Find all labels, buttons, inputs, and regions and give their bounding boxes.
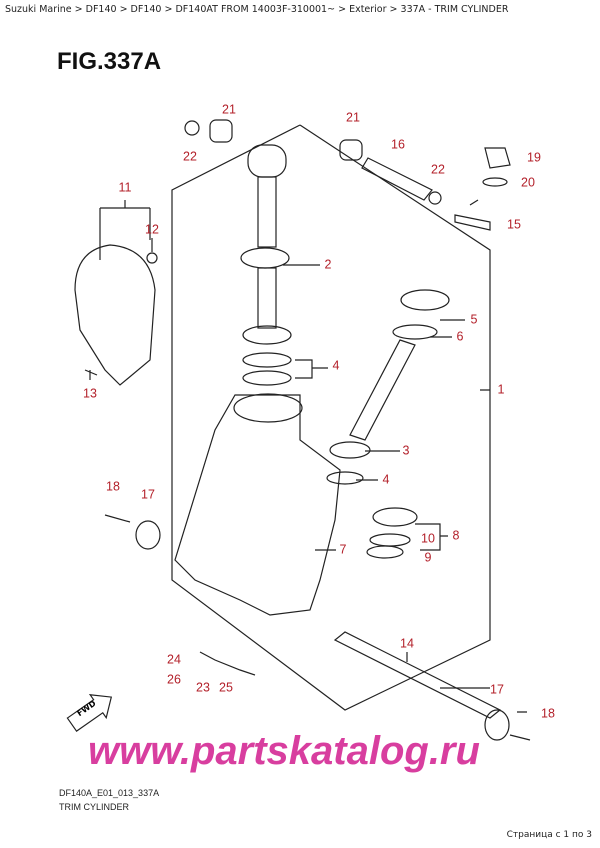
part-label[interactable]: 3 xyxy=(402,443,410,458)
part-label[interactable]: 21 xyxy=(346,110,360,125)
part-label[interactable]: 14 xyxy=(400,636,414,651)
part-label[interactable]: 24 xyxy=(167,652,181,667)
part-label[interactable]: 5 xyxy=(470,312,478,327)
part-label[interactable]: 15 xyxy=(507,217,521,232)
part-label[interactable]: 22 xyxy=(183,149,197,164)
part-label[interactable]: 13 xyxy=(83,386,97,401)
part-label[interactable]: 9 xyxy=(424,550,432,565)
part-label[interactable]: 7 xyxy=(339,542,347,557)
part-label[interactable]: 16 xyxy=(391,137,405,152)
part-label[interactable]: 10 xyxy=(421,531,435,546)
breadcrumb: Suzuki Marine > DF140 > DF140 > DF140AT … xyxy=(5,4,509,15)
pagination: Страница с 1 по 3 xyxy=(506,830,592,840)
watermark: www.partskatalog.ru xyxy=(88,729,480,773)
part-label[interactable]: 8 xyxy=(452,528,460,543)
cover xyxy=(74,244,156,386)
part-label[interactable]: 18 xyxy=(541,706,555,721)
piston-rod xyxy=(257,176,277,248)
part-label[interactable]: 11 xyxy=(118,180,132,195)
fwd-arrow xyxy=(66,694,113,733)
part-label[interactable]: 23 xyxy=(196,680,210,695)
part-label[interactable]: 18 xyxy=(106,479,120,494)
part-label[interactable]: 4 xyxy=(382,472,390,487)
part-label[interactable]: 25 xyxy=(219,680,233,695)
part-label[interactable]: 26 xyxy=(167,672,181,687)
part-label[interactable]: 17 xyxy=(141,487,155,502)
rod-eye xyxy=(247,144,287,178)
part-label[interactable]: 21 xyxy=(222,102,236,117)
figure-title: FIG.337A xyxy=(57,48,162,75)
part-label[interactable]: 4 xyxy=(332,358,340,373)
part-label[interactable]: 22 xyxy=(431,162,445,177)
part-label[interactable]: 1 xyxy=(497,382,505,397)
part-label[interactable]: 6 xyxy=(456,329,464,344)
part-label[interactable]: 17 xyxy=(490,682,504,697)
part-label[interactable]: 12 xyxy=(145,222,159,237)
caption: TRIM CYLINDER xyxy=(59,802,130,812)
assembly-frame xyxy=(171,124,491,711)
cylinder-body xyxy=(174,394,341,616)
drawing-code: DF140A_E01_013_337A xyxy=(59,788,160,798)
part-label[interactable]: 19 xyxy=(527,150,541,165)
part-label[interactable]: 2 xyxy=(324,257,332,272)
part-label[interactable]: 20 xyxy=(521,175,535,190)
